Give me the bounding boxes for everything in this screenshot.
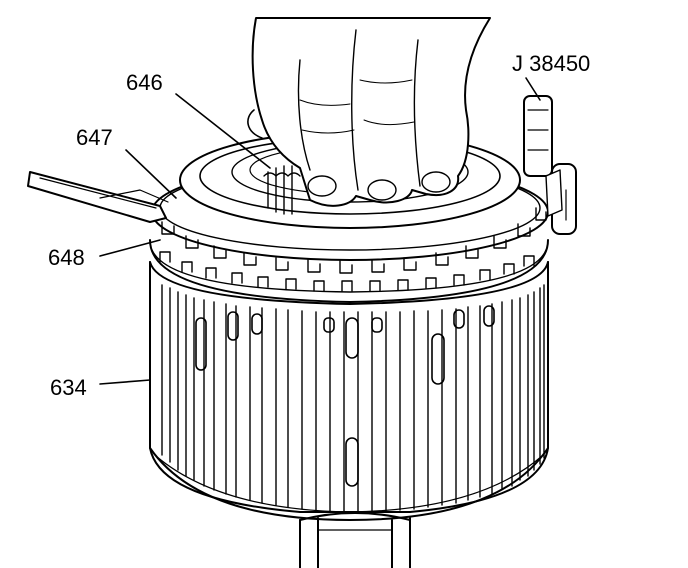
part-634-label: 634: [50, 375, 87, 400]
shaft: [299, 512, 411, 568]
leader-tool: [525, 77, 541, 101]
tool-label: J 38450: [512, 51, 591, 76]
leader-lines: [99, 77, 541, 385]
screwdriver: [27, 171, 169, 223]
part-646-label: 646: [126, 70, 163, 95]
part-647-label: 647: [76, 125, 113, 150]
leader-646: [175, 93, 271, 169]
clutch-drum-634: [149, 261, 549, 521]
leader-634: [99, 379, 151, 385]
part-648-label: 648: [48, 245, 85, 270]
leader-648: [99, 239, 161, 257]
spring-retainer-646: [263, 165, 301, 215]
hand: [247, 17, 491, 207]
leader-647: [125, 149, 177, 199]
compressor-tool: [523, 95, 577, 235]
snap-ring-648: [149, 239, 549, 305]
